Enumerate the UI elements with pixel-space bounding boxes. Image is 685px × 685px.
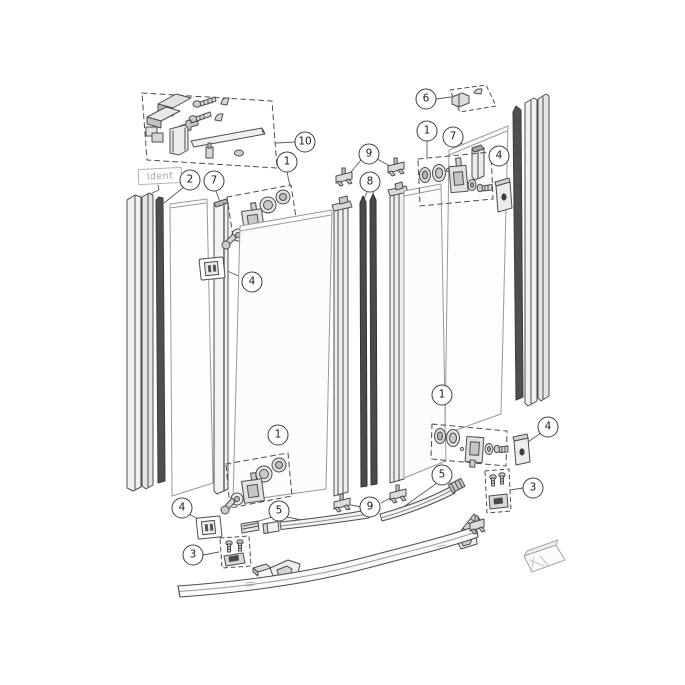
end-cap-parts-left [252, 559, 301, 585]
callout-10: 10 [294, 131, 316, 153]
callout-5-left: 5 [268, 500, 290, 522]
callout-8: 8 [359, 171, 381, 193]
door-panel-left [232, 195, 353, 503]
mount-bracket-top-left [198, 256, 226, 281]
wall-profile-left [126, 192, 154, 492]
callout-3-bottom-right: 3 [522, 477, 544, 499]
callout-1-top-right: 1 [416, 120, 438, 142]
roller-assembly-bottom-right [430, 423, 509, 468]
callout-1-bottom-left: 1 [267, 424, 289, 446]
callout-6: 6 [415, 88, 437, 110]
callout-9-bottom: 9 [359, 496, 381, 518]
callout-4-left: 4 [241, 271, 263, 293]
glider-clips-bottom [333, 484, 407, 513]
cover-plate-bottom-right [512, 433, 531, 466]
profile-adapter-right [471, 144, 485, 181]
seal-strip-left [155, 196, 166, 484]
callout-3-bottom-left: 3 [182, 544, 204, 566]
fitting-kit-bottom-right [484, 468, 512, 514]
callout-7-left: 7 [203, 170, 225, 192]
cover-plate-top-right [494, 177, 513, 213]
callout-7-right: 7 [442, 126, 464, 148]
callout-5-right: 5 [431, 464, 453, 486]
glider-clips-top [335, 157, 405, 187]
glass-panel-left [169, 198, 214, 497]
hardware-kit-box-10 [141, 92, 278, 169]
callout-4-top-right: 4 [488, 145, 510, 167]
callout-4-bottom-left: 4 [171, 497, 193, 519]
mount-bracket-bottom-left [195, 515, 223, 540]
wall-profile-right [524, 93, 550, 407]
callout-4-bottom-right: 4 [537, 416, 559, 438]
magnet-seal-strips [359, 193, 378, 488]
bottom-curved-rail [177, 525, 479, 598]
side-panel-right [444, 125, 509, 435]
hinge-assembly-bottom-left [220, 452, 293, 515]
callout-9-top: 9 [358, 143, 380, 165]
ident-label: Ident [137, 166, 183, 186]
callout-1-bottom-right: 1 [431, 384, 453, 406]
roller-assembly-top-right [417, 151, 494, 207]
parts-bag [523, 539, 566, 573]
rail-clip-right [469, 515, 486, 535]
curved-rail-segments [240, 477, 466, 534]
seal-strip-right [512, 105, 524, 401]
callout-1-top-center: 1 [276, 151, 298, 173]
callout-2: 2 [179, 169, 201, 191]
door-panel-right [387, 181, 447, 484]
fitting-kit-bottom-left [219, 535, 252, 569]
kit-box-6 [449, 84, 497, 113]
